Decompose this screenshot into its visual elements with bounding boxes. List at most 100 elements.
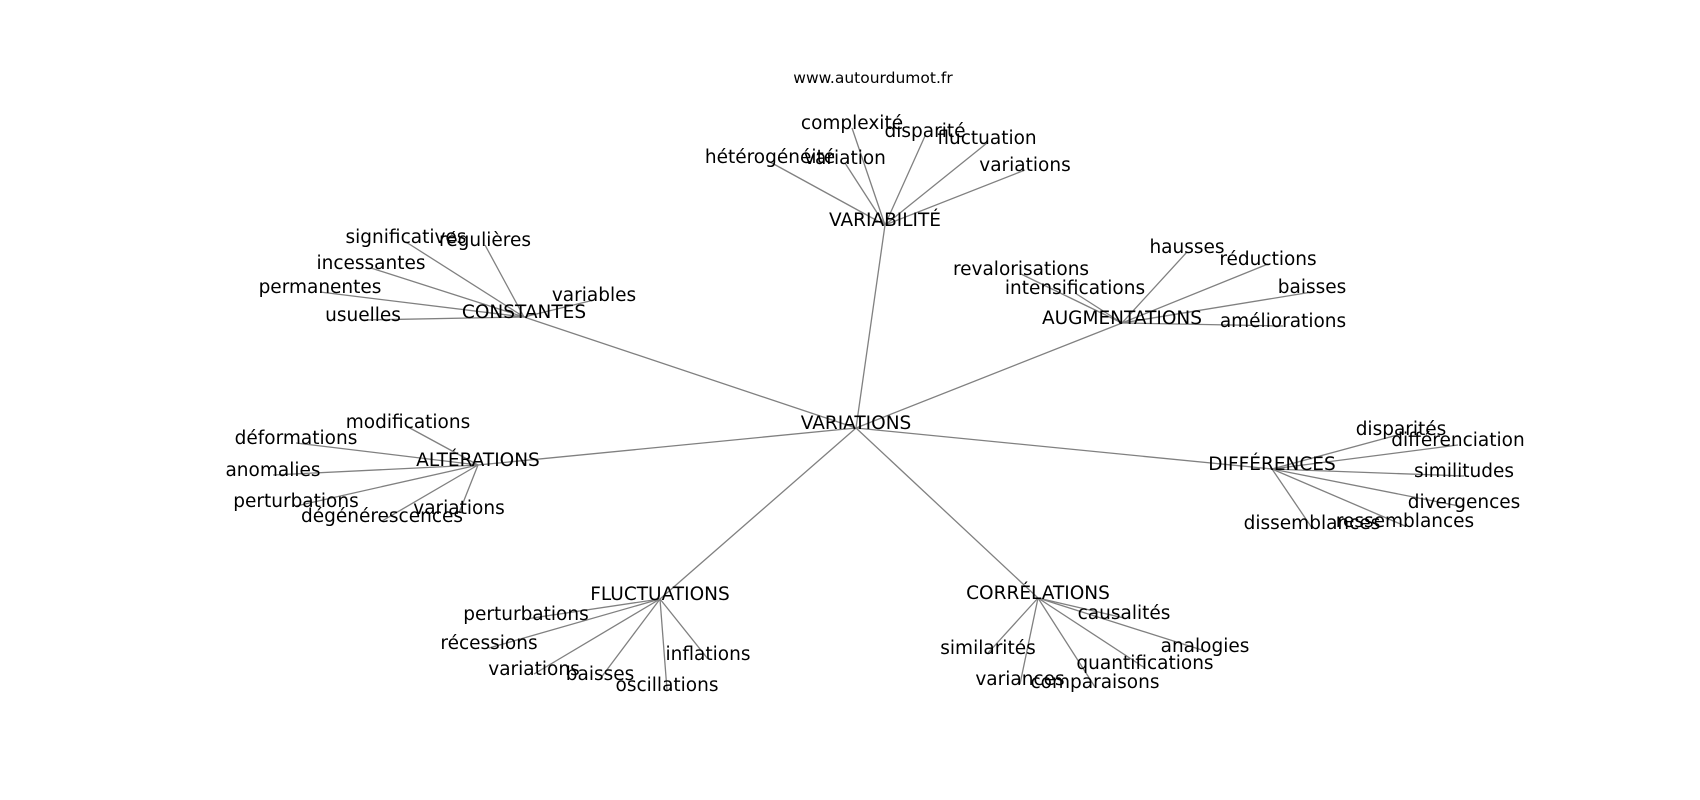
edge-0-4 bbox=[844, 162, 886, 226]
word-node[interactable]: anomalies bbox=[225, 460, 320, 481]
word-node[interactable]: revalorisations bbox=[953, 259, 1089, 280]
edge-6-2 bbox=[1037, 597, 1146, 669]
word-node[interactable]: régulières bbox=[439, 230, 531, 251]
edge-1-0 bbox=[405, 241, 525, 318]
category-node[interactable]: DIFFÉRENCES bbox=[1208, 453, 1335, 475]
word-node[interactable]: comparaisons bbox=[1031, 672, 1160, 693]
category-node[interactable]: CORRÉLATIONS bbox=[966, 582, 1110, 604]
word-node[interactable]: incessantes bbox=[316, 253, 425, 274]
edge-5-5 bbox=[659, 598, 709, 660]
word-node[interactable]: variances bbox=[975, 669, 1064, 690]
edge-0-1 bbox=[884, 135, 926, 226]
edge-4-4 bbox=[1271, 468, 1313, 529]
edge-2-1 bbox=[1121, 263, 1269, 324]
edge-root-2 bbox=[855, 322, 1123, 429]
edge-root-1 bbox=[523, 316, 857, 429]
edge-6-3 bbox=[987, 597, 1039, 654]
word-node[interactable]: similarités bbox=[940, 638, 1035, 659]
edge-1-1 bbox=[484, 244, 525, 318]
edge-1-4 bbox=[362, 316, 525, 321]
edge-6-0 bbox=[1037, 597, 1125, 619]
category-node[interactable]: FLUCTUATIONS bbox=[590, 584, 729, 605]
edge-root-6 bbox=[855, 427, 1039, 599]
word-node[interactable]: permanentes bbox=[259, 277, 382, 298]
category-node[interactable]: AUGMENTATIONS bbox=[1042, 308, 1202, 329]
labels: VARIATIONS VARIABILITÉcomplexitédisparit… bbox=[225, 113, 1524, 696]
edge-4-1 bbox=[1271, 444, 1459, 470]
edge-4-5 bbox=[1271, 468, 1406, 527]
word-node[interactable]: usuelles bbox=[325, 305, 401, 326]
word-node[interactable]: baisses bbox=[1278, 277, 1347, 298]
edge-5-1 bbox=[488, 598, 661, 649]
word-node[interactable]: baisses bbox=[566, 664, 635, 685]
edge-6-4 bbox=[1019, 597, 1039, 685]
word-node[interactable]: hausses bbox=[1149, 237, 1224, 258]
edge-1-5 bbox=[523, 299, 595, 318]
word-node[interactable]: quantifications bbox=[1076, 653, 1213, 674]
edge-6-1 bbox=[1037, 597, 1206, 652]
word-node[interactable]: causalités bbox=[1078, 603, 1171, 624]
word-node[interactable]: perturbations bbox=[463, 604, 588, 625]
edge-0-5 bbox=[884, 169, 1026, 226]
edge-2-0 bbox=[1121, 251, 1188, 324]
category-node[interactable]: VARIABILITÉ bbox=[829, 209, 941, 231]
word-node[interactable]: déformations bbox=[235, 428, 358, 449]
edge-3-5 bbox=[458, 464, 479, 514]
edge-5-4 bbox=[659, 598, 668, 691]
root-node[interactable]: VARIATIONS bbox=[801, 413, 912, 434]
word-node[interactable]: variations bbox=[413, 498, 504, 519]
word-node[interactable]: modifications bbox=[346, 412, 470, 433]
edge-1-2 bbox=[370, 267, 525, 318]
edge-3-2 bbox=[272, 464, 479, 476]
word-node[interactable]: hétérogénéité bbox=[705, 147, 835, 168]
word-node[interactable]: dissemblances bbox=[1244, 513, 1381, 534]
word-node[interactable]: dégénérescences bbox=[301, 506, 463, 527]
word-node[interactable]: similitudes bbox=[1414, 461, 1514, 482]
edge-2-3 bbox=[1074, 292, 1123, 324]
edge-3-4 bbox=[381, 464, 479, 522]
edge-3-0 bbox=[407, 426, 479, 466]
edge-2-5 bbox=[1121, 322, 1284, 327]
edge-root-4 bbox=[855, 427, 1273, 470]
edges bbox=[272, 127, 1465, 691]
word-node[interactable]: inflations bbox=[666, 644, 751, 665]
word-node[interactable]: oscillations bbox=[616, 675, 719, 696]
word-node[interactable]: fluctuation bbox=[937, 128, 1036, 149]
word-node[interactable]: disparités bbox=[1356, 419, 1447, 440]
edge-2-2 bbox=[1020, 273, 1123, 324]
category-node[interactable]: CONSTANTES bbox=[462, 302, 586, 323]
edge-1-3 bbox=[319, 291, 525, 318]
edge-0-0 bbox=[851, 127, 886, 226]
edge-root-3 bbox=[477, 427, 857, 466]
word-node[interactable]: améliorations bbox=[1220, 311, 1346, 332]
edge-6-5 bbox=[1037, 597, 1096, 688]
edge-3-1 bbox=[295, 442, 479, 466]
word-node[interactable]: variables bbox=[552, 285, 636, 306]
edge-5-2 bbox=[533, 598, 661, 675]
word-node[interactable]: intensifications bbox=[1005, 278, 1145, 299]
edge-4-2 bbox=[1271, 468, 1465, 477]
word-node[interactable]: analogies bbox=[1161, 636, 1250, 657]
word-node[interactable]: variations bbox=[488, 659, 579, 680]
edge-0-3 bbox=[769, 161, 886, 226]
edge-0-2 bbox=[884, 142, 988, 226]
edge-5-3 bbox=[599, 598, 661, 680]
word-node[interactable]: perturbations bbox=[233, 491, 358, 512]
word-node[interactable]: complexité bbox=[801, 113, 903, 134]
edge-5-0 bbox=[525, 598, 661, 620]
word-node[interactable]: différenciation bbox=[1391, 430, 1524, 451]
word-node[interactable]: significatives bbox=[346, 227, 467, 248]
edge-4-3 bbox=[1271, 468, 1465, 508]
word-node[interactable]: variation bbox=[804, 148, 886, 169]
edge-2-4 bbox=[1121, 291, 1313, 324]
edge-root-5 bbox=[659, 427, 857, 600]
category-node[interactable]: ALTÉRATIONS bbox=[416, 449, 540, 471]
word-node[interactable]: récessions bbox=[440, 633, 537, 654]
word-node[interactable]: réductions bbox=[1219, 249, 1316, 270]
site-url-text: www.autourdumot.fr bbox=[793, 69, 953, 87]
word-node[interactable]: variations bbox=[979, 155, 1070, 176]
word-node[interactable]: ressemblances bbox=[1336, 511, 1474, 532]
word-node[interactable]: disparité bbox=[885, 121, 966, 142]
word-node[interactable]: divergences bbox=[1408, 492, 1521, 513]
